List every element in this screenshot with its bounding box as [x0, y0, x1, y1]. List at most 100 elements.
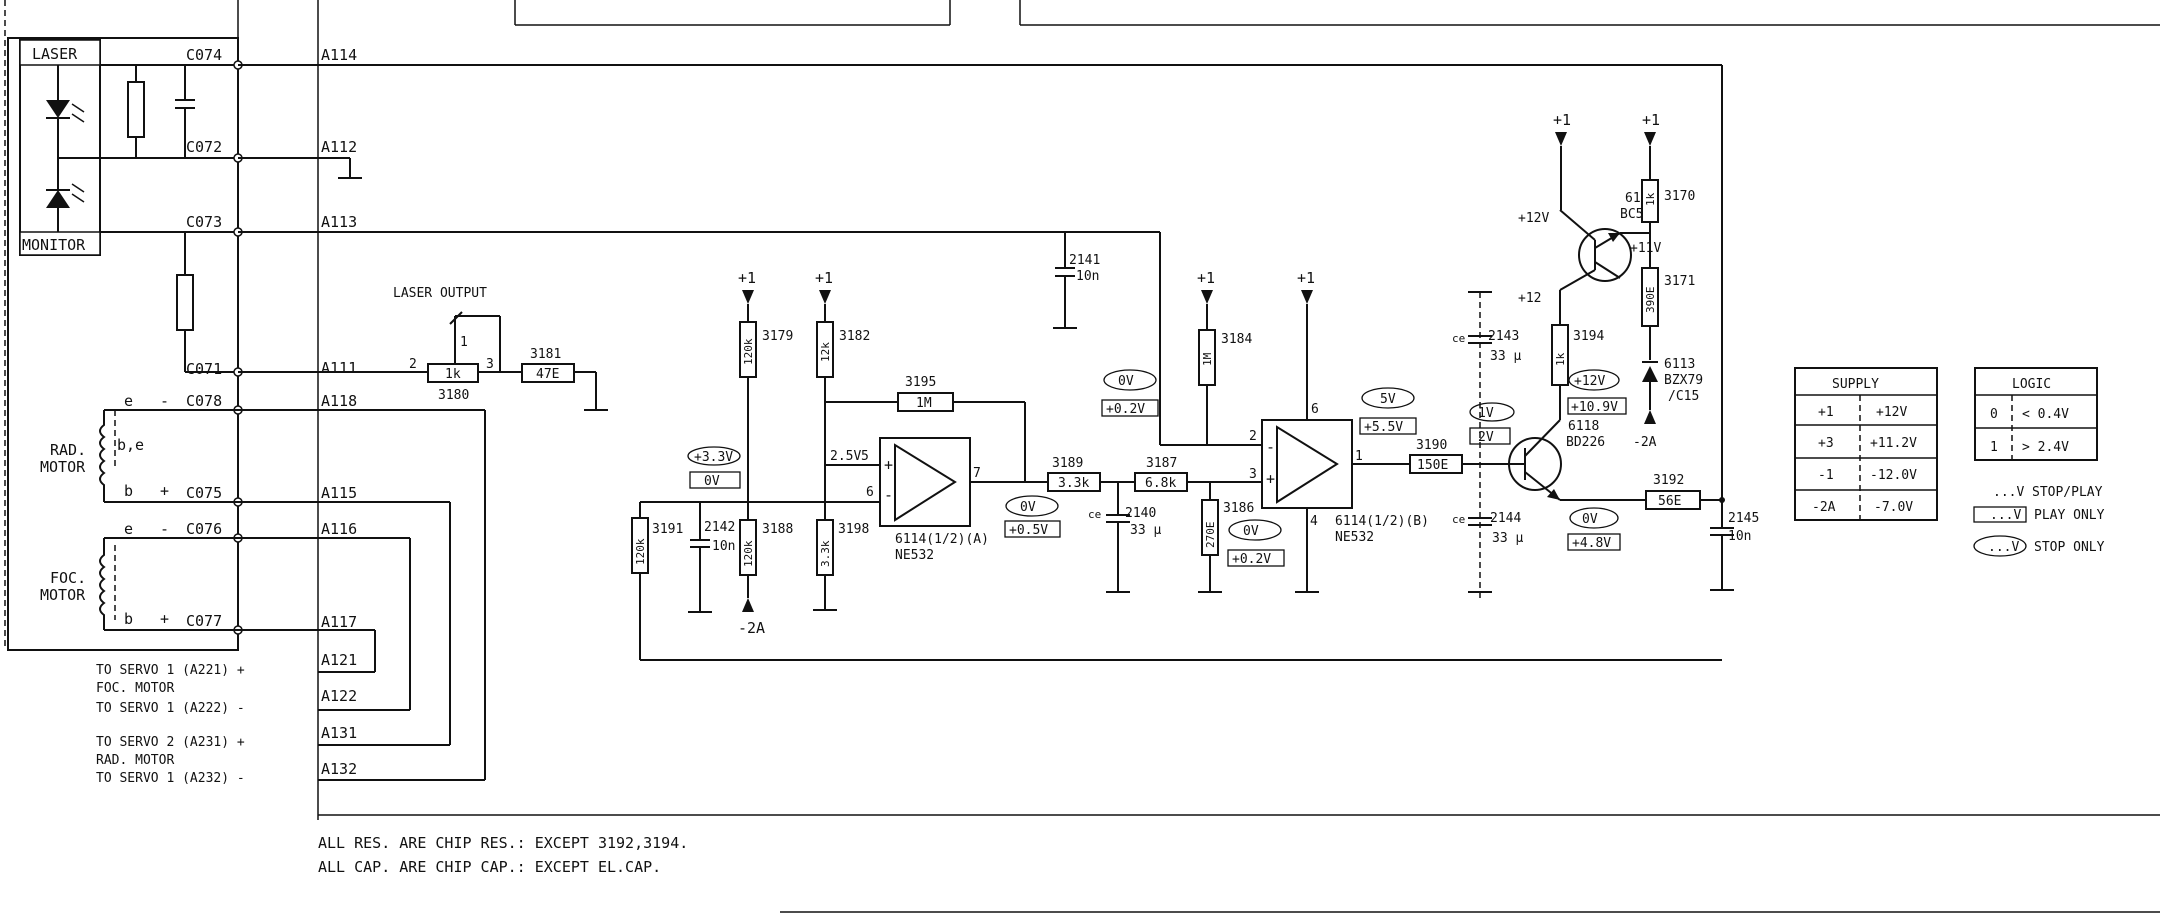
opamp-pin: 2 [1249, 429, 1257, 444]
resistor-ref: 3186 [1223, 501, 1254, 516]
monitor-label: MONITOR [22, 236, 86, 254]
ic-type: NE532 [895, 548, 934, 563]
connector-label: C073 [186, 213, 222, 231]
resistor-ref: 3170 [1664, 189, 1695, 204]
supply-cell: +1 [1818, 405, 1834, 420]
supply-cell: +12V [1876, 405, 1907, 420]
servo-label: FOC. MOTOR [96, 681, 174, 696]
capacitor-value: 10n [1076, 269, 1099, 284]
voltage-stop-play: +12 [1518, 291, 1541, 306]
supply-title: SUPPLY [1832, 377, 1879, 392]
diode-ref: 6113 [1664, 357, 1695, 372]
ic-ref: 6114(1/2)(A) [895, 532, 989, 547]
laser-wiring [58, 64, 238, 373]
resistor-value: 150E [1417, 458, 1448, 473]
capacitor-ref: 2141 [1069, 253, 1100, 268]
legend-marker-circle: ...V [1988, 540, 2019, 555]
capacitor-ref: 2140 [1125, 506, 1156, 521]
voltage-stop-only: 0V [1582, 512, 1598, 527]
voltage-stop-only: 0V [1118, 374, 1134, 389]
resistor-ref: 3171 [1664, 274, 1695, 289]
pin-label: A122 [321, 687, 357, 705]
supply-table: SUPPLY +1 +12V +3 +11.2V -1 -12.0V -2A -… [1794, 367, 1938, 521]
supply-cell: -2A [1812, 500, 1836, 515]
resistor-ref: 3195 [905, 375, 936, 390]
opamp-pin: 7 [973, 466, 981, 481]
pin-label: A112 [321, 138, 357, 156]
stage-b: +1 6 - + 2 3 1 4 6114(1/2)(B) NE532 150E… [1249, 269, 1508, 593]
capacitor-ref: 2142 [704, 520, 735, 535]
voltage-play-only: +5.5V [1364, 420, 1403, 435]
opamp-pin: 6 [1311, 402, 1319, 417]
logic-cell: 0 [1990, 407, 1998, 422]
legend-marker-plain: ...V [1993, 485, 2024, 500]
pin-label: A118 [321, 392, 357, 410]
capacitor-value: 10n [1728, 529, 1751, 544]
connector-label: C074 [186, 46, 222, 64]
rad-motor-label: RAD. [50, 441, 86, 459]
pin-label: A111 [321, 359, 357, 377]
voltage-stop-only: 5V [1380, 392, 1396, 407]
legend: ...V STOP/PLAY ...V PLAY ONLY ...V STOP … [1973, 485, 2105, 557]
servo-label: RAD. MOTOR [96, 753, 174, 768]
servo-label: TO SERVO 1 (A222) - [96, 701, 245, 716]
resistor-value: 3.3k [819, 540, 832, 567]
monitor-diode-symbol [46, 160, 85, 232]
voltage-play-only: +0.2V [1232, 552, 1271, 567]
voltage-stop-only: +3.3V [694, 450, 733, 465]
rail-label: +1 [1297, 269, 1315, 287]
resistor-value: 120k [742, 338, 755, 365]
opamp-pin: 1 [1355, 449, 1363, 464]
legend-text: STOP/PLAY [2032, 485, 2103, 500]
resistor-ref: 3192 [1653, 473, 1684, 488]
voltage-play-only: 2V [1478, 430, 1494, 445]
voltage-stop-play: 2.5V [830, 449, 861, 464]
motor-terminal-b: b [124, 610, 133, 628]
servo-labels: TO SERVO 1 (A221) + FOC. MOTOR TO SERVO … [96, 663, 245, 786]
notes: ALL RES. ARE CHIP RES.: EXCEPT 3192,3194… [318, 834, 688, 876]
laser-unit: LASER MONITOR [7, 37, 239, 651]
stage-a: +1 +1 120k 3179 12k 3182 1M 3195 120k 31… [631, 269, 1722, 661]
resistor-value: 1k [1644, 192, 1657, 206]
ic-type: NE532 [1335, 530, 1374, 545]
laser-monitor-block [19, 39, 101, 256]
resistor-value: 120k [634, 538, 647, 565]
motor-terminal-b: b [124, 482, 133, 500]
rail-label: +1 [1553, 111, 1571, 129]
connector-label: C071 [186, 360, 222, 378]
pot-pin: 1 [460, 335, 468, 350]
resistor-ref: 3194 [1573, 329, 1604, 344]
electrolytic-mark: ce [1452, 332, 1465, 345]
servo-label: TO SERVO 2 (A231) + [96, 735, 245, 750]
rail-label: +1 [815, 269, 833, 287]
motor-terminal-be: b,e [117, 436, 144, 454]
resistor-ref: 3198 [838, 522, 869, 537]
opamp-pin: - [884, 486, 893, 504]
resistor-value: 120k [742, 540, 755, 567]
stage-output: 2143 33 μ ce 2144 33 μ ce 1V 2V 6118 BD2… [1452, 111, 1759, 600]
resistor-value: 1M [1201, 352, 1214, 366]
voltage-stop-only: 1V [1478, 406, 1494, 421]
foc-motor-label: FOC. [50, 569, 86, 587]
pin-label: A116 [321, 520, 357, 538]
connector-labels: C074 C072 C073 C071 C078 C075 C076 C077 [186, 46, 222, 630]
rail-label: +1 [1197, 269, 1215, 287]
resistor-value: 12k [819, 342, 832, 362]
logic-cell: < 0.4V [2022, 407, 2069, 422]
pot-pin: 2 [409, 357, 417, 372]
opamp-pin: 4 [1310, 514, 1318, 529]
voltage-play-only: +4.8V [1572, 536, 1611, 551]
resistor-value: 6.8k [1145, 476, 1176, 491]
connector-label: C076 [186, 520, 222, 538]
resistor-value: 3.3k [1058, 476, 1089, 491]
resistor-ref: 3188 [762, 522, 793, 537]
foc-motor: FOC. MOTOR e - b + [40, 520, 238, 631]
pot-ref: 3180 [438, 388, 469, 403]
resistor-value: 270E [1204, 522, 1217, 549]
resistor-ref: 3191 [652, 522, 683, 537]
resistor-ref: 3181 [530, 347, 561, 362]
laser-output-label: LASER OUTPUT [393, 286, 487, 301]
rail-label: -2A [1633, 435, 1657, 450]
stage-mid: 6.8k 3187 2140 33 μ ce 270E 3186 2141 10… [1069, 253, 1285, 593]
